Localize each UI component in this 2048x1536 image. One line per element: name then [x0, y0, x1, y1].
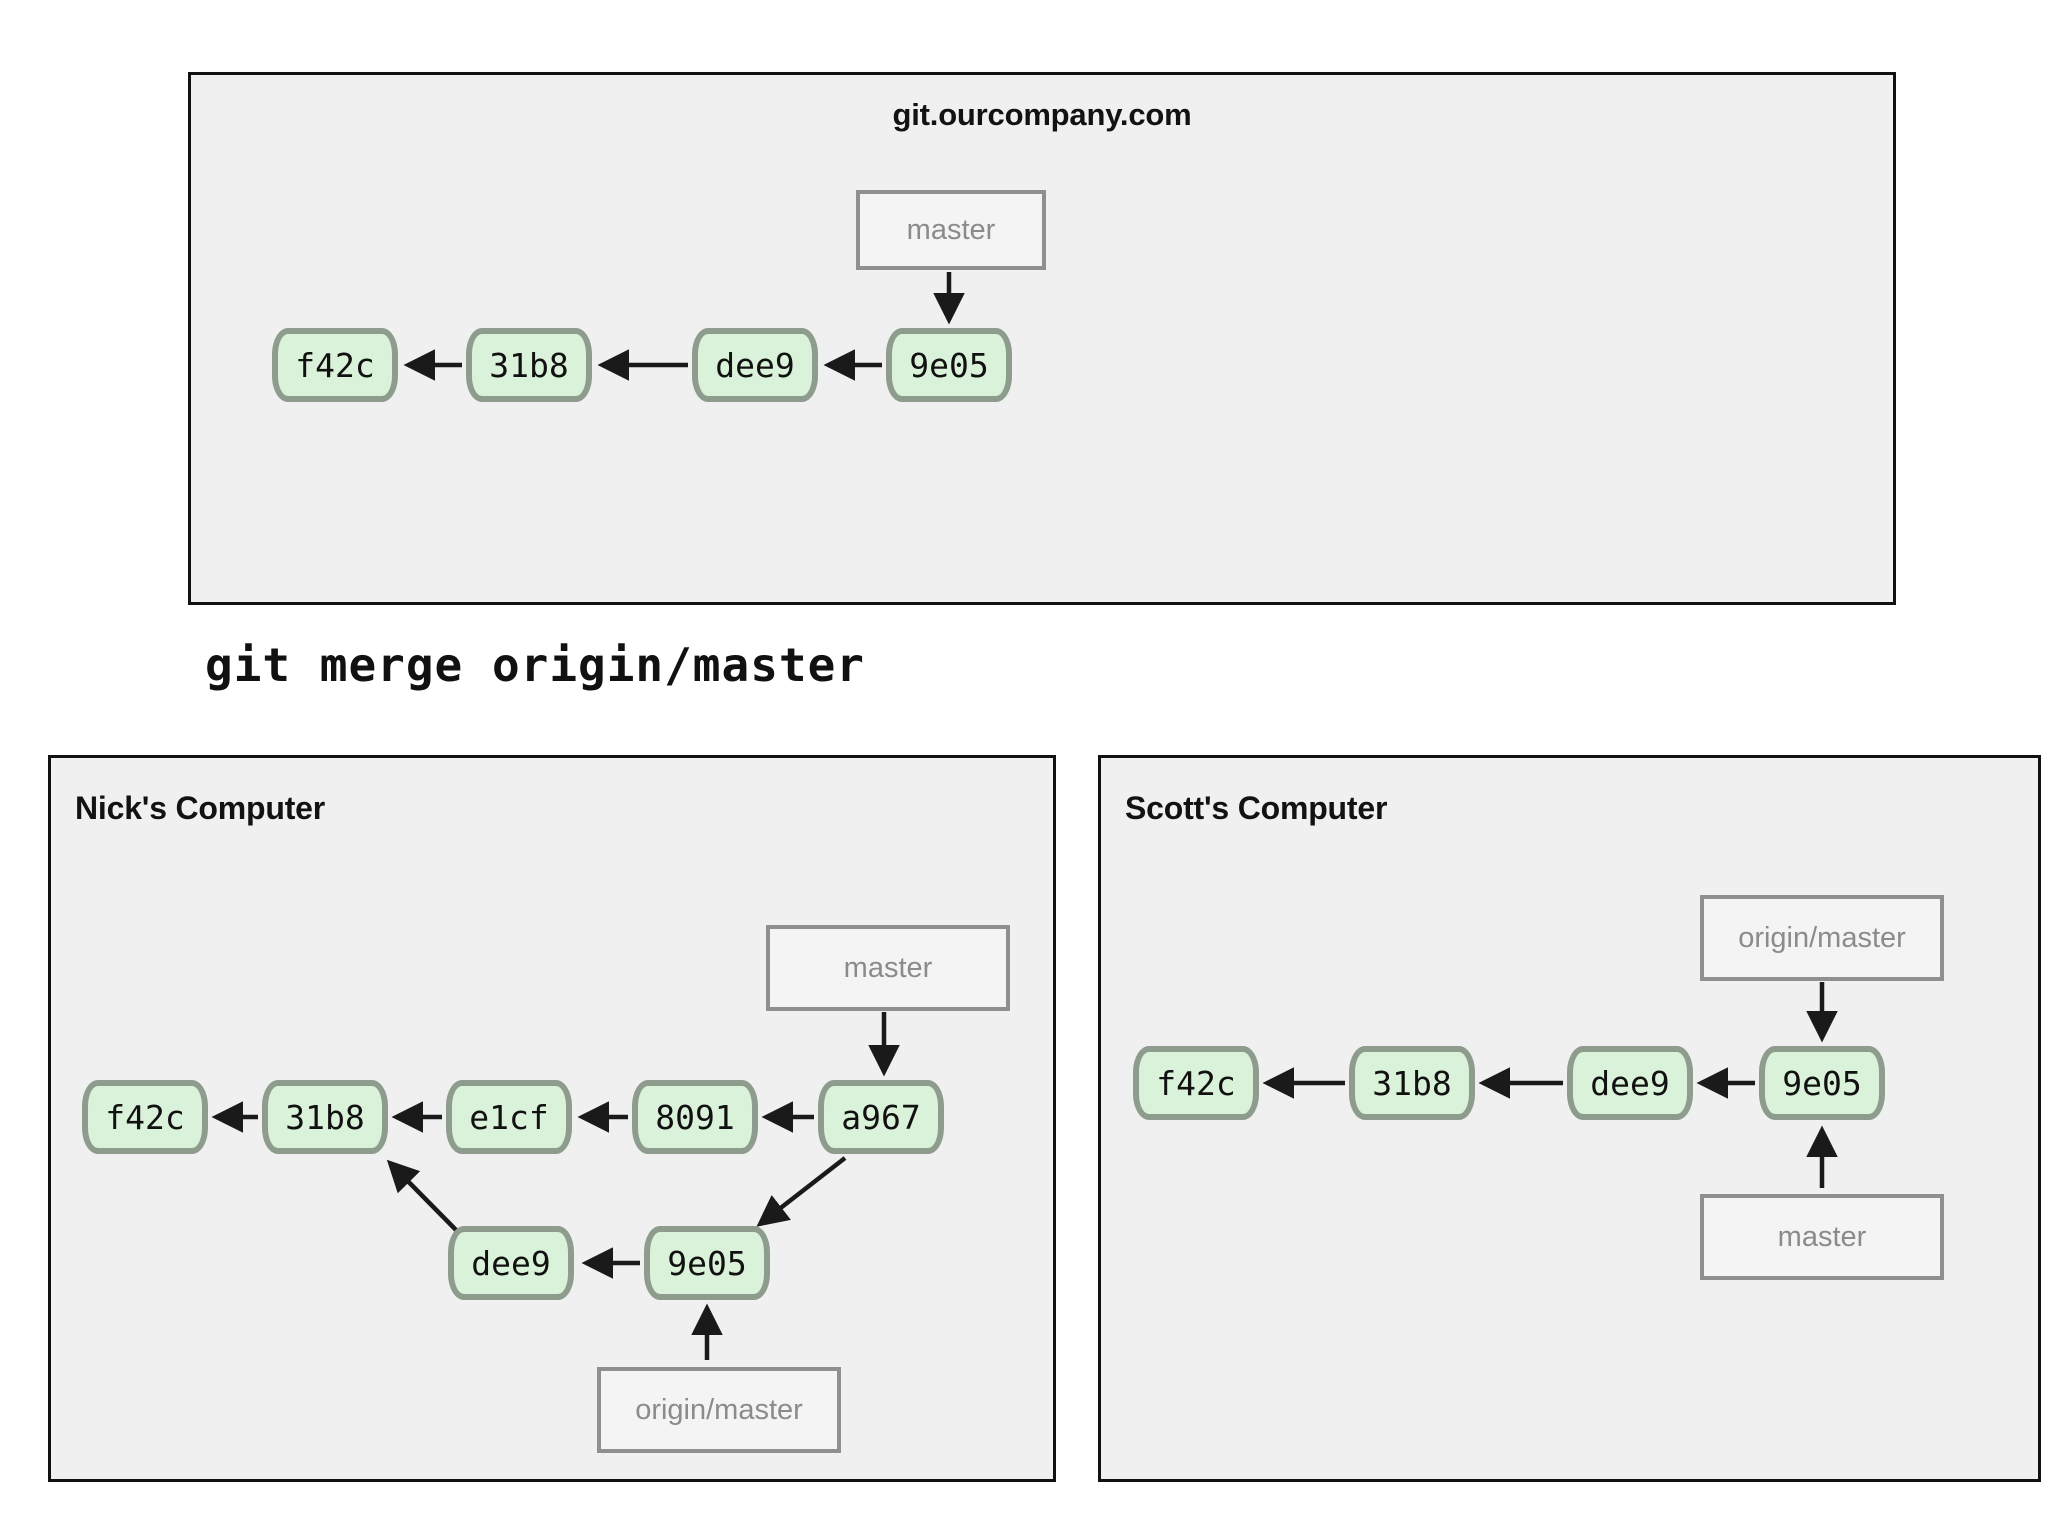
branch-label-master-scott: master	[1700, 1194, 1944, 1280]
branch-label-text: master	[906, 213, 996, 246]
panel-git-server: git.ourcompany.com	[188, 72, 1896, 605]
branch-label-text: origin/master	[635, 1393, 803, 1426]
commit-node-31b8-nick: 31b8	[262, 1080, 388, 1154]
commit-node-8091-nick: 8091	[632, 1080, 758, 1154]
branch-label-master-server: master	[856, 190, 1046, 270]
commit-node-a967-nick: a967	[818, 1080, 944, 1154]
commit-node-dee9-server: dee9	[692, 328, 818, 402]
commit-node-9e05-nick: 9e05	[644, 1226, 770, 1300]
branch-label-origin-master-scott: origin/master	[1700, 895, 1944, 981]
panel-title-server: git.ourcompany.com	[892, 97, 1192, 132]
commit-node-f42c-scott: f42c	[1133, 1046, 1259, 1120]
branch-label-master-nick: master	[766, 925, 1010, 1011]
commit-node-31b8-server: 31b8	[466, 328, 592, 402]
commit-node-f42c-nick: f42c	[82, 1080, 208, 1154]
panel-title-nick: Nick's Computer	[75, 790, 326, 826]
command-caption: git merge origin/master	[205, 638, 865, 692]
commit-node-9e05-scott: 9e05	[1759, 1046, 1885, 1120]
panel-scotts-computer: Scott's Computer	[1098, 755, 2041, 1482]
panel-title-scott: Scott's Computer	[1125, 790, 1388, 826]
branch-label-text: master	[843, 951, 933, 984]
commit-node-e1cf-nick: e1cf	[446, 1080, 572, 1154]
branch-label-text: origin/master	[1738, 921, 1906, 954]
branch-label-origin-master-nick: origin/master	[597, 1367, 841, 1453]
commit-node-9e05-server: 9e05	[886, 328, 1012, 402]
commit-node-31b8-scott: 31b8	[1349, 1046, 1475, 1120]
commit-node-dee9-scott: dee9	[1567, 1046, 1693, 1120]
branch-label-text: master	[1777, 1220, 1867, 1253]
commit-node-f42c-server: f42c	[272, 328, 398, 402]
commit-node-dee9-nick: dee9	[448, 1226, 574, 1300]
